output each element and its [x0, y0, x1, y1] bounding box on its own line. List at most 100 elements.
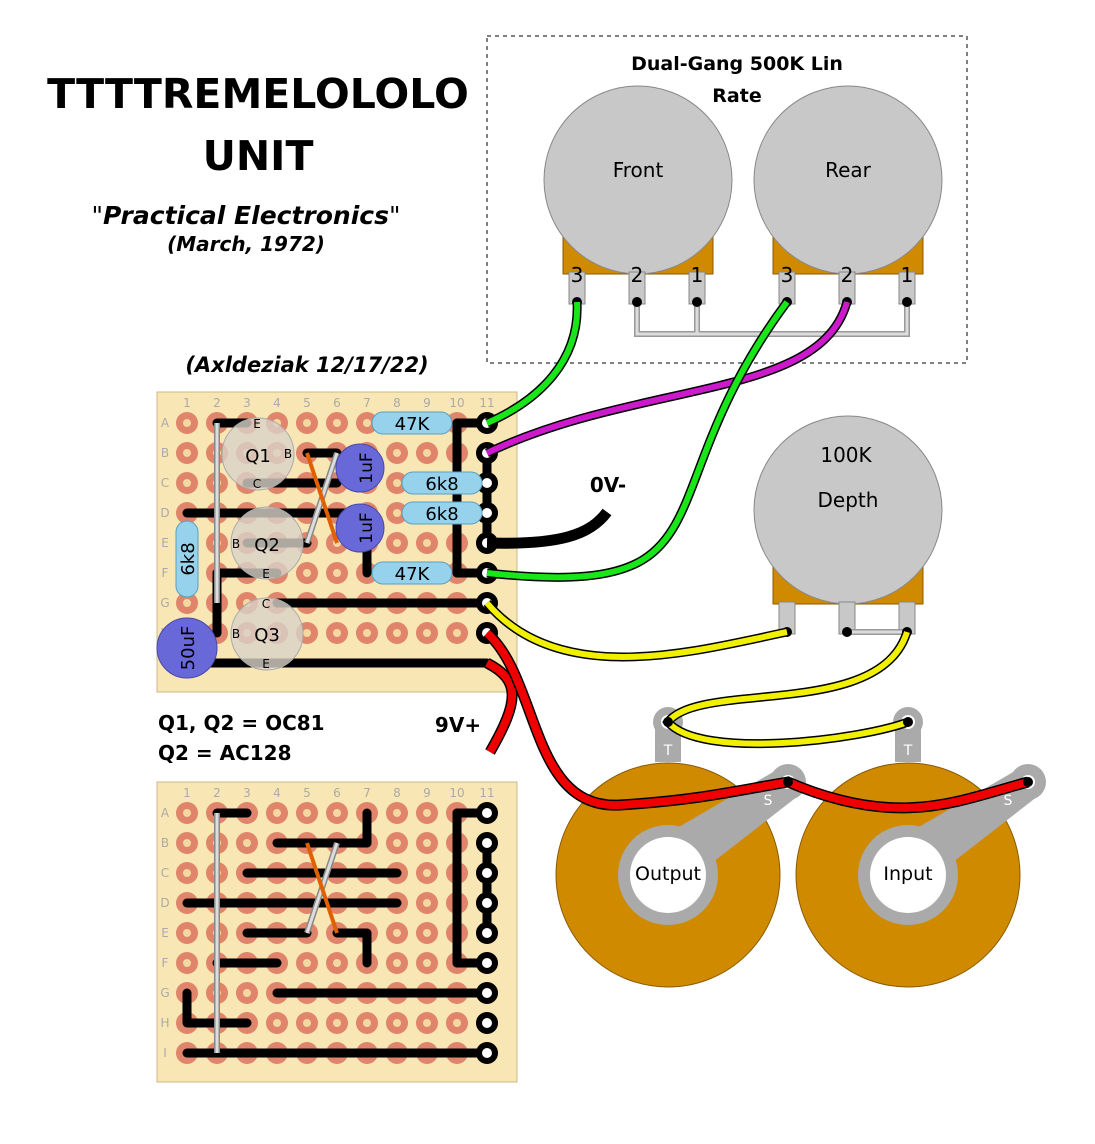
bottom-board-row-label: I — [163, 1046, 167, 1060]
bottom-board-track — [182, 988, 252, 1028]
bottom-board-column-label: 4 — [273, 786, 281, 800]
top-board-pad-hole — [423, 539, 431, 547]
bottom-board-links — [214, 813, 340, 1053]
bottom-board-pad-hole — [333, 1019, 341, 1027]
top-board-terminal-hole — [482, 478, 492, 488]
output-jack: T S Output — [555, 707, 806, 988]
top-board-row-label: G — [160, 596, 169, 610]
capacitor-c1: 1uF — [335, 443, 385, 493]
bottom-board-pad-hole — [183, 959, 191, 967]
transistor-q2: Q2 B E — [230, 506, 304, 581]
bottom-board-pad-hole — [303, 809, 311, 817]
top-board-pad-hole — [303, 419, 311, 427]
input-jack-label: Input — [883, 863, 932, 885]
wire-green-rate-rear — [486, 299, 791, 582]
positive-label: 9V+ — [435, 713, 481, 737]
top-board-pad-hole — [333, 419, 341, 427]
top-board-column-label: 8 — [393, 396, 401, 410]
top-board-row-label: B — [161, 446, 169, 460]
wire-yellow-depth-core — [484, 601, 788, 660]
bottom-board-pad-hole — [393, 839, 401, 847]
q2-pin-b: B — [232, 537, 240, 551]
top-board-pad-hole — [393, 629, 401, 637]
top-board-pad-hole — [333, 629, 341, 637]
bottom-board-column-label: 10 — [449, 786, 464, 800]
bottom-board-row-label: F — [162, 956, 169, 970]
source-quote-close: " — [389, 201, 401, 230]
bottom-board-terminal-hole — [482, 1048, 492, 1058]
transistor-note-1: Q1, Q2 = OC81 — [158, 711, 325, 735]
top-board-row-label: F — [162, 566, 169, 580]
top-board-column-label: 5 — [303, 396, 311, 410]
bottom-board-row-label: E — [161, 926, 169, 940]
bottom-board-pad-hole — [363, 1019, 371, 1027]
bottom-board-pad-hole — [183, 869, 191, 877]
bottom-board-pad-hole — [423, 839, 431, 847]
pin-dot — [663, 717, 673, 727]
depth-pot-value: 100K — [820, 443, 872, 467]
top-board-column-label: 10 — [449, 396, 464, 410]
rate-front-label: Front — [613, 158, 664, 182]
resistor-r2: 6k8 — [401, 471, 483, 495]
top-board-pad-hole — [453, 629, 461, 637]
q3-body — [230, 597, 304, 671]
top-board-row-label: D — [160, 506, 169, 520]
link-wire-orange — [305, 452, 339, 544]
top-board-pad-hole — [393, 509, 401, 517]
top-board-terminal-hole — [482, 508, 492, 518]
top-board-column-label: 1 — [183, 396, 191, 410]
source-magazine: Practical Electronics — [103, 201, 389, 230]
top-board-column-label: 9 — [423, 396, 431, 410]
bottom-board-column-label: 6 — [333, 786, 341, 800]
output-jack-hole — [630, 837, 706, 913]
bottom-board-pad-hole — [423, 869, 431, 877]
top-board-pad-hole — [333, 569, 341, 577]
top-board-column-label: 4 — [273, 396, 281, 410]
q2-label: Q2 — [254, 535, 280, 556]
bottom-board-pad-hole — [423, 1019, 431, 1027]
resistor-r4: 47K — [371, 561, 453, 585]
c1-body — [335, 443, 385, 493]
rate-front-pin-2-label: 2 — [631, 263, 644, 287]
top-board-column-label: 6 — [333, 396, 341, 410]
q1-body — [221, 417, 295, 491]
pin-dot — [783, 777, 793, 787]
transistor-q1: Q1 E B C — [221, 417, 295, 491]
top-board-column-label: 3 — [243, 396, 251, 410]
resistor-r3: 6k8 — [401, 501, 483, 525]
bottom-board-track — [332, 928, 372, 968]
top-board-pad-hole — [423, 629, 431, 637]
bottom-board-pad-hole — [183, 929, 191, 937]
r3-body — [401, 501, 483, 525]
top-board-pad-hole — [393, 449, 401, 457]
input-jack-hole — [870, 837, 946, 913]
r1-body — [371, 411, 453, 435]
source-date: (March, 1972) — [167, 232, 325, 256]
bottom-board-row-label: C — [161, 866, 169, 880]
top-board-column-label: 7 — [363, 396, 371, 410]
r3-label: 6k8 — [425, 504, 458, 525]
rate-pot-subtitle: Rate — [712, 85, 761, 107]
bottom-board-column-label: 3 — [243, 786, 251, 800]
top-board-pad-hole — [363, 419, 371, 427]
c2-label: 1uF — [357, 512, 377, 543]
depth-pot-label: Depth — [818, 488, 879, 512]
pin-dot — [632, 297, 642, 307]
top-board-row-label: A — [161, 416, 170, 430]
c3-body — [156, 617, 218, 679]
bottom-board-column-label: 5 — [303, 786, 311, 800]
title-line-2: UNIT — [203, 132, 314, 180]
wire-red-9v-core — [485, 659, 517, 754]
pin-dot — [902, 297, 912, 307]
q1-pin-c: C — [253, 477, 261, 491]
source-magazine-line: "Practical Electronics" — [92, 201, 401, 230]
c2-body — [335, 503, 385, 553]
top-board-pad-hole — [423, 449, 431, 457]
bottom-board-terminal-hole — [482, 928, 492, 938]
top-board-row-label: C — [161, 476, 169, 490]
bottom-board-pad-hole — [423, 899, 431, 907]
transistor-note-2: Q2 = AC128 — [158, 741, 292, 765]
input-jack-tip-label: T — [903, 743, 913, 759]
title-line-1: TTTTREMELOLOLO — [47, 70, 469, 118]
top-board-pad-hole — [303, 569, 311, 577]
